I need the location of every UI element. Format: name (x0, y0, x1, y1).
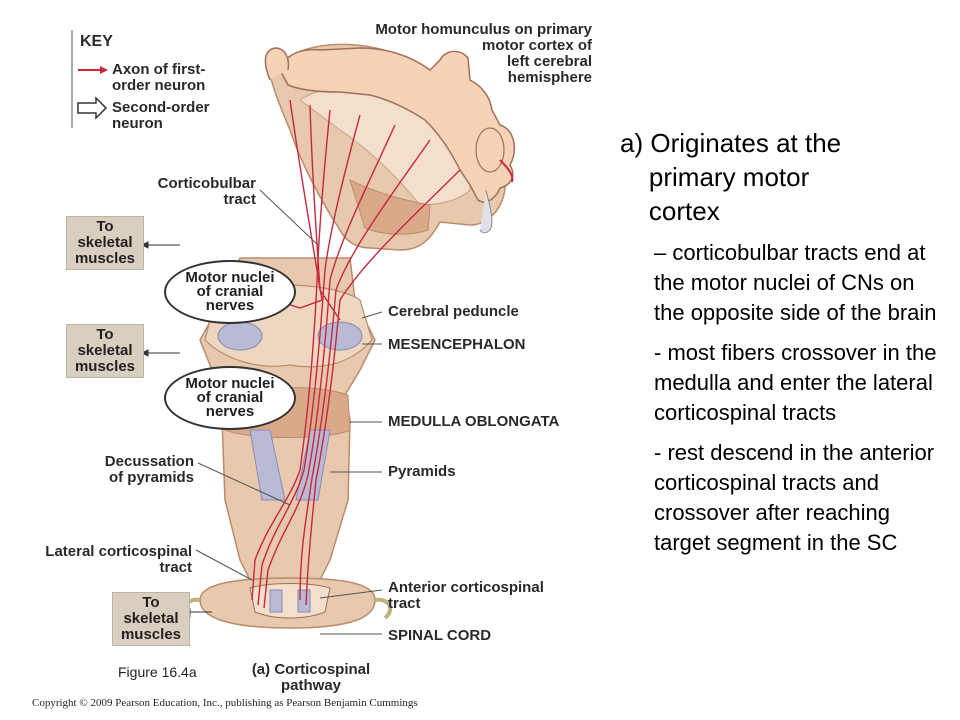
corticospinal-fibers (251, 99, 461, 609)
corticobulbar-label: Corticobulbar tract (157, 175, 256, 208)
skeletal-muscles-box-3: To skeletal muscles (112, 592, 190, 646)
key-red-arrow-icon (78, 66, 108, 74)
key-title: KEY (80, 33, 113, 50)
skeletal-muscles-box-2: To skeletal muscles (66, 324, 144, 378)
key-hollow-arrow-icon (77, 96, 108, 120)
anterior-corticospinal-label: Anterior corticospinal tract (388, 579, 544, 612)
panel-bullet-2: - most fibers crossover in the medulla a… (654, 340, 937, 425)
figure-caption: (a) Corticospinal pathway (251, 661, 371, 694)
mesencephalon-label: MESENCEPHALON (388, 336, 526, 353)
key-second-order-label: Second-order neuron (112, 99, 210, 132)
panel-bullet-1: – corticobulbar tracts end at the motor … (654, 240, 937, 325)
homunculus-figure (264, 47, 516, 234)
key-first-order-label: Axon of first- order neuron (112, 61, 206, 94)
motor-nuclei-ellipse-2: Motor nuclei of cranial nerves (164, 366, 296, 430)
motor-nuclei-ellipse-1: Motor nuclei of cranial nerves (164, 260, 296, 324)
pyramids-label: Pyramids (388, 463, 456, 480)
figure-reference: Figure 16.4a (118, 664, 197, 680)
leader-lines (195, 189, 383, 635)
spinal-cord-label: SPINAL CORD (388, 627, 492, 644)
lateral-corticospinal-label: Lateral corticospinal tract (45, 543, 192, 576)
text-panel: a) Originates at the primary motor corte… (620, 126, 950, 558)
cerebral-peduncle-label: Cerebral peduncle (388, 303, 519, 320)
copyright-notice: Copyright © 2009 Pearson Education, Inc.… (32, 697, 418, 709)
medulla-label: MEDULLA OBLONGATA (388, 413, 560, 430)
homunculus-label: Motor homunculus on primary motor cortex… (375, 21, 592, 86)
panel-bullet-3: - rest descend in the anterior corticosp… (654, 440, 935, 555)
panel-heading: a) Originates at the primary motor corte… (620, 128, 842, 226)
skeletal-muscles-box-1: To skeletal muscles (66, 216, 144, 270)
decussation-label: Decussation of pyramids (104, 453, 194, 486)
